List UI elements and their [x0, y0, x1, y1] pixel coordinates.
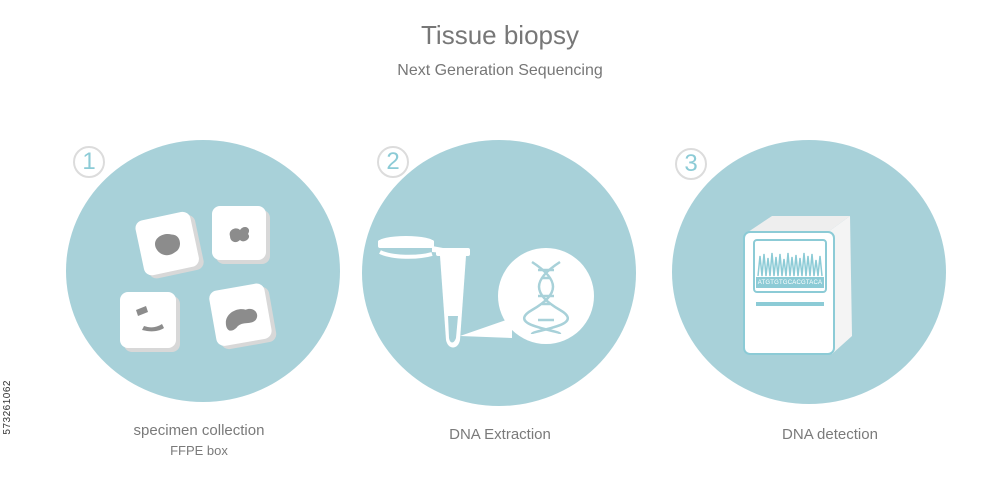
- step-1-sublabel: FFPE box: [170, 443, 228, 458]
- side-id-text: 573261062: [2, 380, 13, 435]
- step-1-label: specimen collection: [133, 422, 265, 439]
- step-2-number-badge: 2: [377, 146, 409, 178]
- step-1-caption: specimen collection FFPE box: [78, 422, 320, 458]
- ffpe-block-icon: [120, 292, 180, 352]
- ffpe-blocks-illustration: [120, 206, 277, 352]
- sequencer-machine-icon: [743, 216, 852, 355]
- diagram-title: Tissue biopsy: [421, 20, 579, 50]
- ffpe-block-icon: [209, 283, 277, 350]
- step-3-number-badge: 3: [675, 148, 707, 180]
- step-3-label: DNA detection: [782, 426, 878, 443]
- sequence-readout-text: ATGTGTGCACGTACA: [757, 280, 823, 286]
- dna-extraction-illustration: [378, 236, 594, 348]
- step-2-circle: [362, 140, 636, 406]
- zoom-connector: [460, 318, 512, 338]
- ffpe-block-icon: [212, 206, 270, 264]
- diagram-subtitle: Next Generation Sequencing: [397, 62, 603, 79]
- step-3-circle: [672, 140, 946, 404]
- step-2-label: DNA Extraction: [449, 426, 551, 443]
- dna-helix-icon: [522, 260, 570, 336]
- step-1-number-badge: 1: [73, 146, 105, 178]
- step-3-caption: DNA detection: [730, 426, 930, 443]
- dna-sequencer-illustration: [743, 216, 852, 355]
- ffpe-block-icon: [135, 211, 204, 279]
- step-1-circle: [66, 140, 340, 402]
- microtube-icon: [378, 236, 470, 348]
- step-2-caption: DNA Extraction: [400, 426, 600, 443]
